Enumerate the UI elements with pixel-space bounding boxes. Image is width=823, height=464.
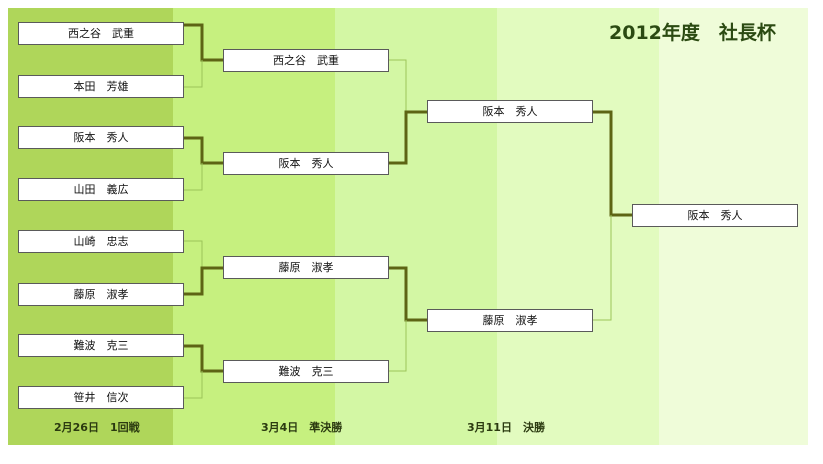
loser-line — [183, 163, 203, 191]
winner-line — [183, 266, 223, 296]
round1-player-8: 笹井 信次 — [18, 386, 184, 409]
final-date: 3月11日 決勝 — [467, 421, 545, 434]
winner-line — [388, 110, 427, 165]
winner-line — [183, 344, 223, 373]
loser-line — [183, 60, 203, 88]
round2-date: 3月4日 準決勝 — [261, 421, 343, 434]
winner-line — [592, 110, 632, 217]
semifinal-player-2: 藤原 淑孝 — [427, 309, 593, 332]
loser-line — [183, 240, 223, 269]
round1-player-6: 藤原 淑孝 — [18, 283, 184, 306]
winner-line — [183, 136, 223, 165]
round1-player-7: 難波 克三 — [18, 334, 184, 357]
semifinal-player-1: 阪本 秀人 — [427, 100, 593, 123]
winner-line — [183, 23, 223, 62]
loser-line — [592, 215, 612, 321]
page-title: 2012年度 社長杯 — [609, 22, 776, 44]
round1-player-5: 山崎 忠志 — [18, 230, 184, 253]
round1-date: 2月26日 1回戦 — [54, 421, 140, 434]
winner-line — [388, 266, 427, 322]
round1-player-3: 阪本 秀人 — [18, 126, 184, 149]
round2-player-1: 西之谷 武重 — [223, 49, 389, 72]
loser-line — [183, 371, 203, 399]
round1-player-4: 山田 義広 — [18, 178, 184, 201]
round2-player-4: 難波 克三 — [223, 360, 389, 383]
loser-line — [388, 320, 407, 372]
round1-player-2: 本田 芳雄 — [18, 75, 184, 98]
champion: 阪本 秀人 — [632, 204, 798, 227]
round2-player-2: 阪本 秀人 — [223, 152, 389, 175]
round2-player-3: 藤原 淑孝 — [223, 256, 389, 279]
loser-line — [388, 59, 407, 112]
round1-player-1: 西之谷 武重 — [18, 22, 184, 45]
